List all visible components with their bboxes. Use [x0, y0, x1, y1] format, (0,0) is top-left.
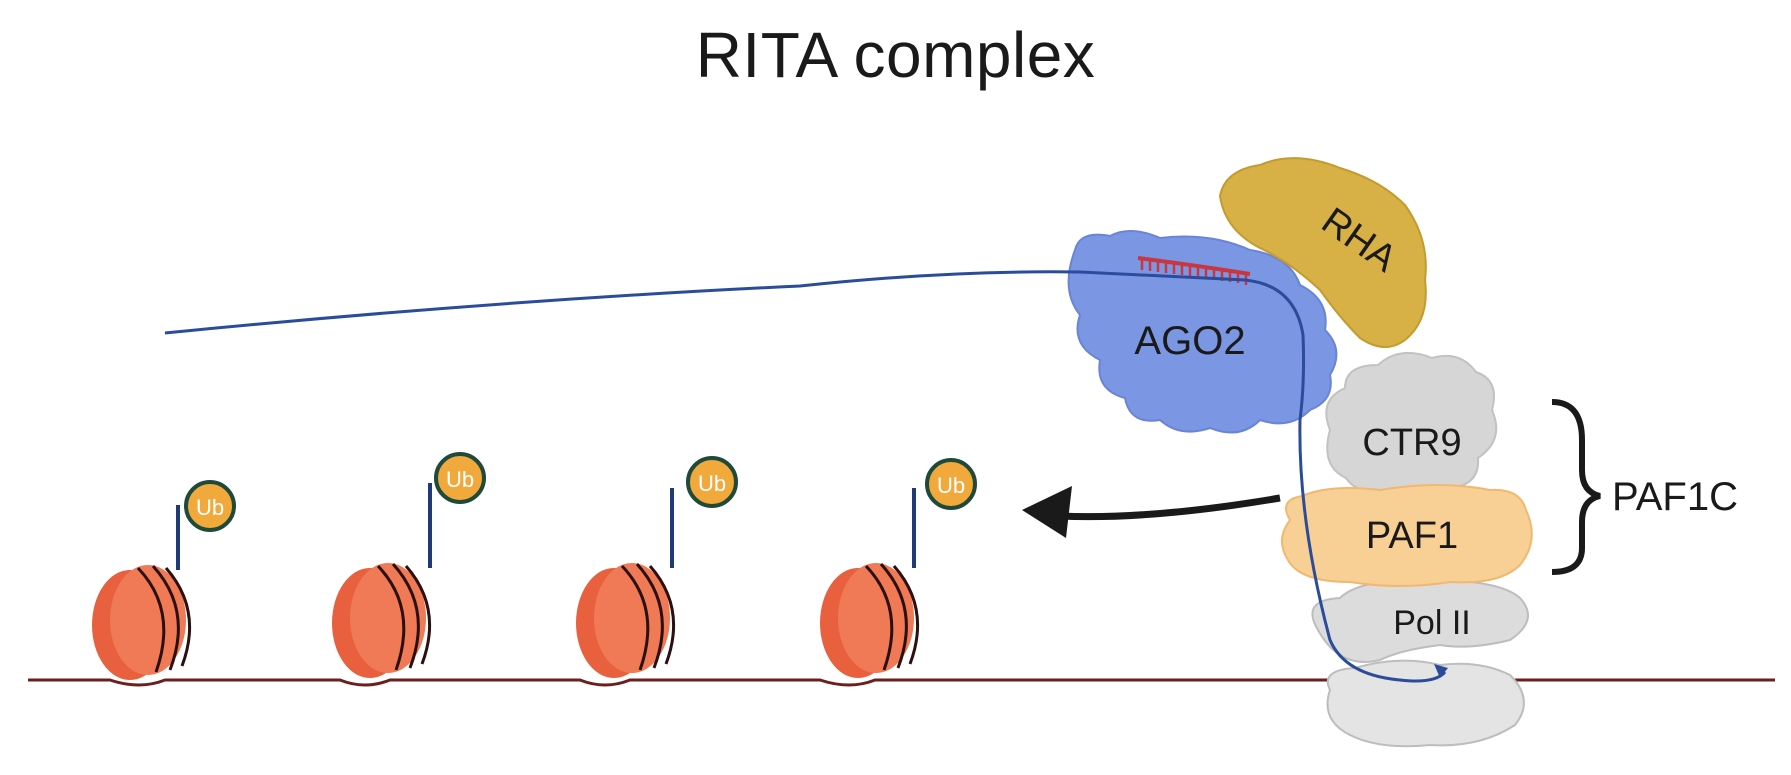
rha-protein: RHA [1218, 157, 1427, 348]
guide-rna [1137, 256, 1251, 285]
pol2-label: Pol II [1393, 604, 1470, 642]
ub-label-4: Ub [937, 473, 965, 498]
ub-label-2: Ub [446, 467, 474, 492]
ctr9-label: CTR9 [1362, 422, 1461, 464]
paf1-label: PAF1 [1366, 515, 1458, 557]
ub-label-1: Ub [196, 495, 224, 520]
ago2-protein: AGO2 [1067, 230, 1338, 434]
ubiquitination-arrow [1022, 486, 1281, 538]
ago2-label: AGO2 [1134, 319, 1245, 363]
ub-tag-4: Ub [925, 458, 977, 510]
diagram-title: RITA complex [695, 19, 1096, 91]
nascent-rna [164, 270, 1447, 683]
pol2-complex: Pol II [1311, 578, 1529, 748]
ub-tag-1: Ub [184, 480, 236, 532]
ub-tag-2: Ub [434, 452, 486, 504]
rna-arrowhead [1434, 664, 1448, 678]
nucleosome-4 [820, 488, 920, 678]
paf1c-label: PAF1C [1612, 475, 1738, 519]
ctr9-protein: CTR9 [1325, 351, 1498, 498]
nucleosome-3 [576, 488, 676, 678]
dna-strand [28, 678, 1775, 687]
nucleosome-2 [332, 483, 432, 678]
paf1c-bracket: PAF1C [1551, 399, 1738, 575]
ub-tag-3: Ub [686, 456, 738, 508]
paf1-protein: PAF1 [1281, 484, 1533, 587]
ub-label-3: Ub [698, 471, 726, 496]
nucleosome-1 [92, 505, 192, 680]
